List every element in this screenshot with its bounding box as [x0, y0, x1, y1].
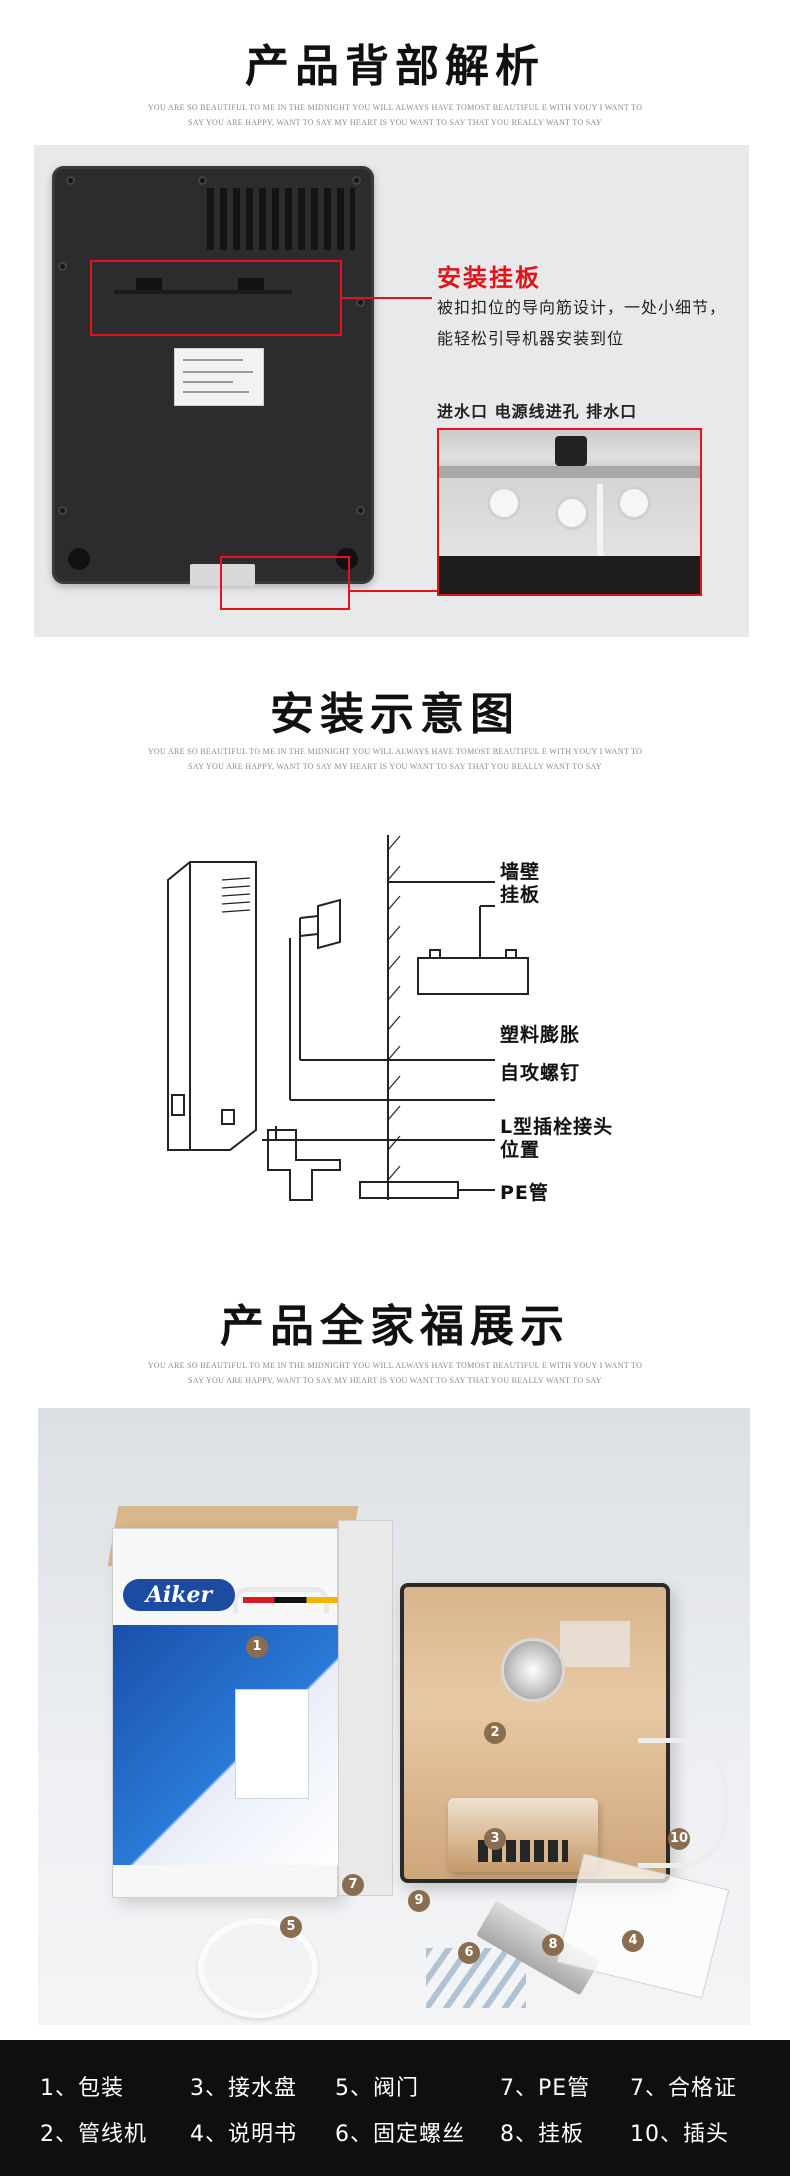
water-inlet-icon	[487, 486, 521, 520]
legend-item: 3、接水盘	[190, 2076, 297, 2101]
install-diagram	[167, 835, 529, 1201]
badge-manual: 4	[622, 1930, 644, 1952]
machine-screen	[560, 1621, 630, 1667]
install-plate-title: 安装挂板	[437, 264, 541, 292]
install-plate-description: 被扣扣位的导向筋设计，一处小细节，能轻松引导机器安装到位	[437, 298, 727, 348]
hook-bar	[114, 290, 292, 294]
label-pe: PE管	[500, 1182, 549, 1204]
port-area	[190, 564, 255, 586]
badge-plate: 8	[542, 1934, 564, 1956]
side-port	[171, 1094, 185, 1116]
screw-icon	[198, 176, 207, 185]
badge-packaging: 1	[246, 1636, 268, 1658]
ports-zoom-image	[437, 428, 702, 596]
badge-valve: 5	[280, 1916, 302, 1938]
screw-icon	[66, 176, 75, 185]
legend-item: 8、挂板	[500, 2122, 584, 2147]
legend-item: 7、合格证	[630, 2076, 737, 2101]
legend-item: 4、说明书	[190, 2122, 297, 2147]
label-connector-position: 位置	[500, 1139, 541, 1161]
label-connector: L型插栓接头	[500, 1116, 614, 1138]
callout-line-ports	[350, 590, 437, 592]
callout-line-plate	[342, 297, 432, 299]
plate-side	[317, 898, 341, 950]
screw-icon	[356, 298, 365, 307]
badge-pe-tube: 7	[342, 1874, 364, 1896]
section-subtitle-family: YOU ARE SO BEAUTIFUL TO ME IN THE MIDNIG…	[147, 1361, 643, 1385]
device-back-image	[52, 166, 374, 586]
badge-screws: 6	[458, 1942, 480, 1964]
plate-front	[417, 957, 529, 995]
label-plate: 挂板	[500, 884, 541, 906]
zoom-bar	[437, 466, 702, 478]
mount-slot	[136, 278, 162, 292]
box-side	[338, 1520, 393, 1896]
section-subtitle-install: YOU ARE SO BEAUTIFUL TO ME IN THE MIDNIG…	[147, 747, 643, 771]
drip-tray	[448, 1798, 598, 1872]
screw-icon	[58, 506, 67, 515]
legend-item: 1、包装	[40, 2076, 124, 2101]
screw-icon	[352, 176, 361, 185]
power-hole-icon	[555, 496, 589, 530]
device-outline	[167, 861, 257, 1151]
badge-machine: 2	[484, 1722, 506, 1744]
box-logo: Aiker	[123, 1579, 235, 1611]
badge-plug: 10	[668, 1828, 690, 1850]
machine-knob	[504, 1641, 562, 1699]
packaging-box: Aiker	[112, 1528, 339, 1898]
device-foot	[336, 548, 358, 570]
label-anchor: 塑料膨胀	[500, 1024, 581, 1046]
section-subtitle-back: YOU ARE SO BEAUTIFUL TO ME IN THE MIDNIG…	[147, 103, 643, 127]
l-connector	[267, 1129, 341, 1201]
legend-item: 2、管线机	[40, 2122, 147, 2147]
section-title-back: 产品背部解析	[245, 41, 545, 92]
spec-sticker	[174, 348, 264, 406]
highlight-mount-plate	[90, 260, 342, 336]
highlight-zoom	[437, 428, 702, 596]
legend-item: 10、插头	[630, 2122, 729, 2147]
legend-item: 6、固定螺丝	[335, 2122, 465, 2147]
badge-tray: 3	[484, 1828, 506, 1850]
pe-tube-coil	[198, 1918, 318, 2018]
mount-slot	[238, 278, 264, 292]
box-product-image	[235, 1689, 309, 1799]
family-photo: Aiker 1 2 3 4 5 6 7 8 9 10	[38, 1408, 750, 2025]
legend-item: 5、阀门	[335, 2076, 419, 2101]
parts-legend: 1、包装 3、接水盘 5、阀门 7、PE管 7、合格证 2、管线机 4、说明书 …	[0, 2040, 790, 2176]
screw-icon	[58, 262, 67, 271]
device-foot	[68, 548, 90, 570]
zoom-knob	[555, 436, 587, 466]
section-title-family: 产品全家福展示	[220, 1301, 570, 1352]
legend-item: 7、PE管	[500, 2076, 591, 2101]
power-cable	[638, 1738, 728, 1868]
label-wall: 墙壁	[500, 861, 541, 883]
box-stripe	[243, 1597, 339, 1603]
ports-label: 进水口 电源线进孔 排水口	[437, 402, 638, 421]
pe-tube	[359, 1181, 459, 1199]
wall-hatch	[387, 835, 401, 1181]
bottom-port	[221, 1109, 235, 1125]
highlight-ports	[220, 556, 350, 610]
device-vents	[221, 877, 251, 913]
vent-grille	[207, 188, 355, 250]
badge-certificate: 9	[408, 1890, 430, 1912]
zoom-base	[437, 556, 702, 596]
section-title-install: 安装示意图	[270, 689, 520, 740]
label-screw: 自攻螺钉	[500, 1062, 581, 1084]
screw-icon	[356, 506, 365, 515]
